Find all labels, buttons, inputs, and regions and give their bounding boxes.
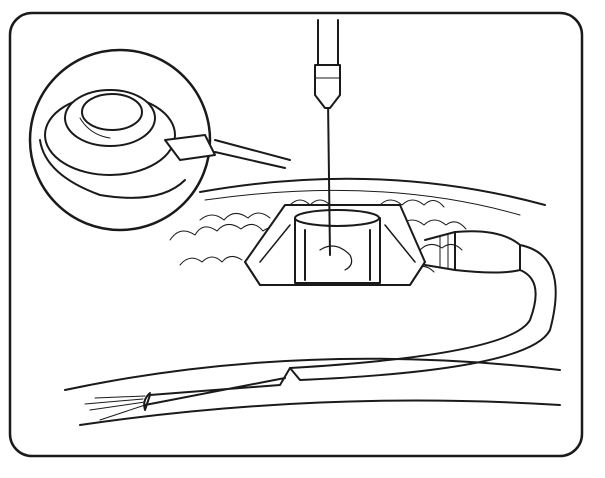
skin-layer xyxy=(204,189,521,216)
vein-upper-wall xyxy=(64,357,561,391)
vein-lower-wall xyxy=(79,399,561,426)
magnified-port-inset xyxy=(28,48,291,232)
frame-border xyxy=(8,11,584,458)
skin-surface xyxy=(199,177,546,206)
catheter-tube xyxy=(84,244,557,421)
catheter-connector xyxy=(424,230,521,274)
port-body xyxy=(244,204,426,286)
needle-syringe xyxy=(314,19,341,256)
